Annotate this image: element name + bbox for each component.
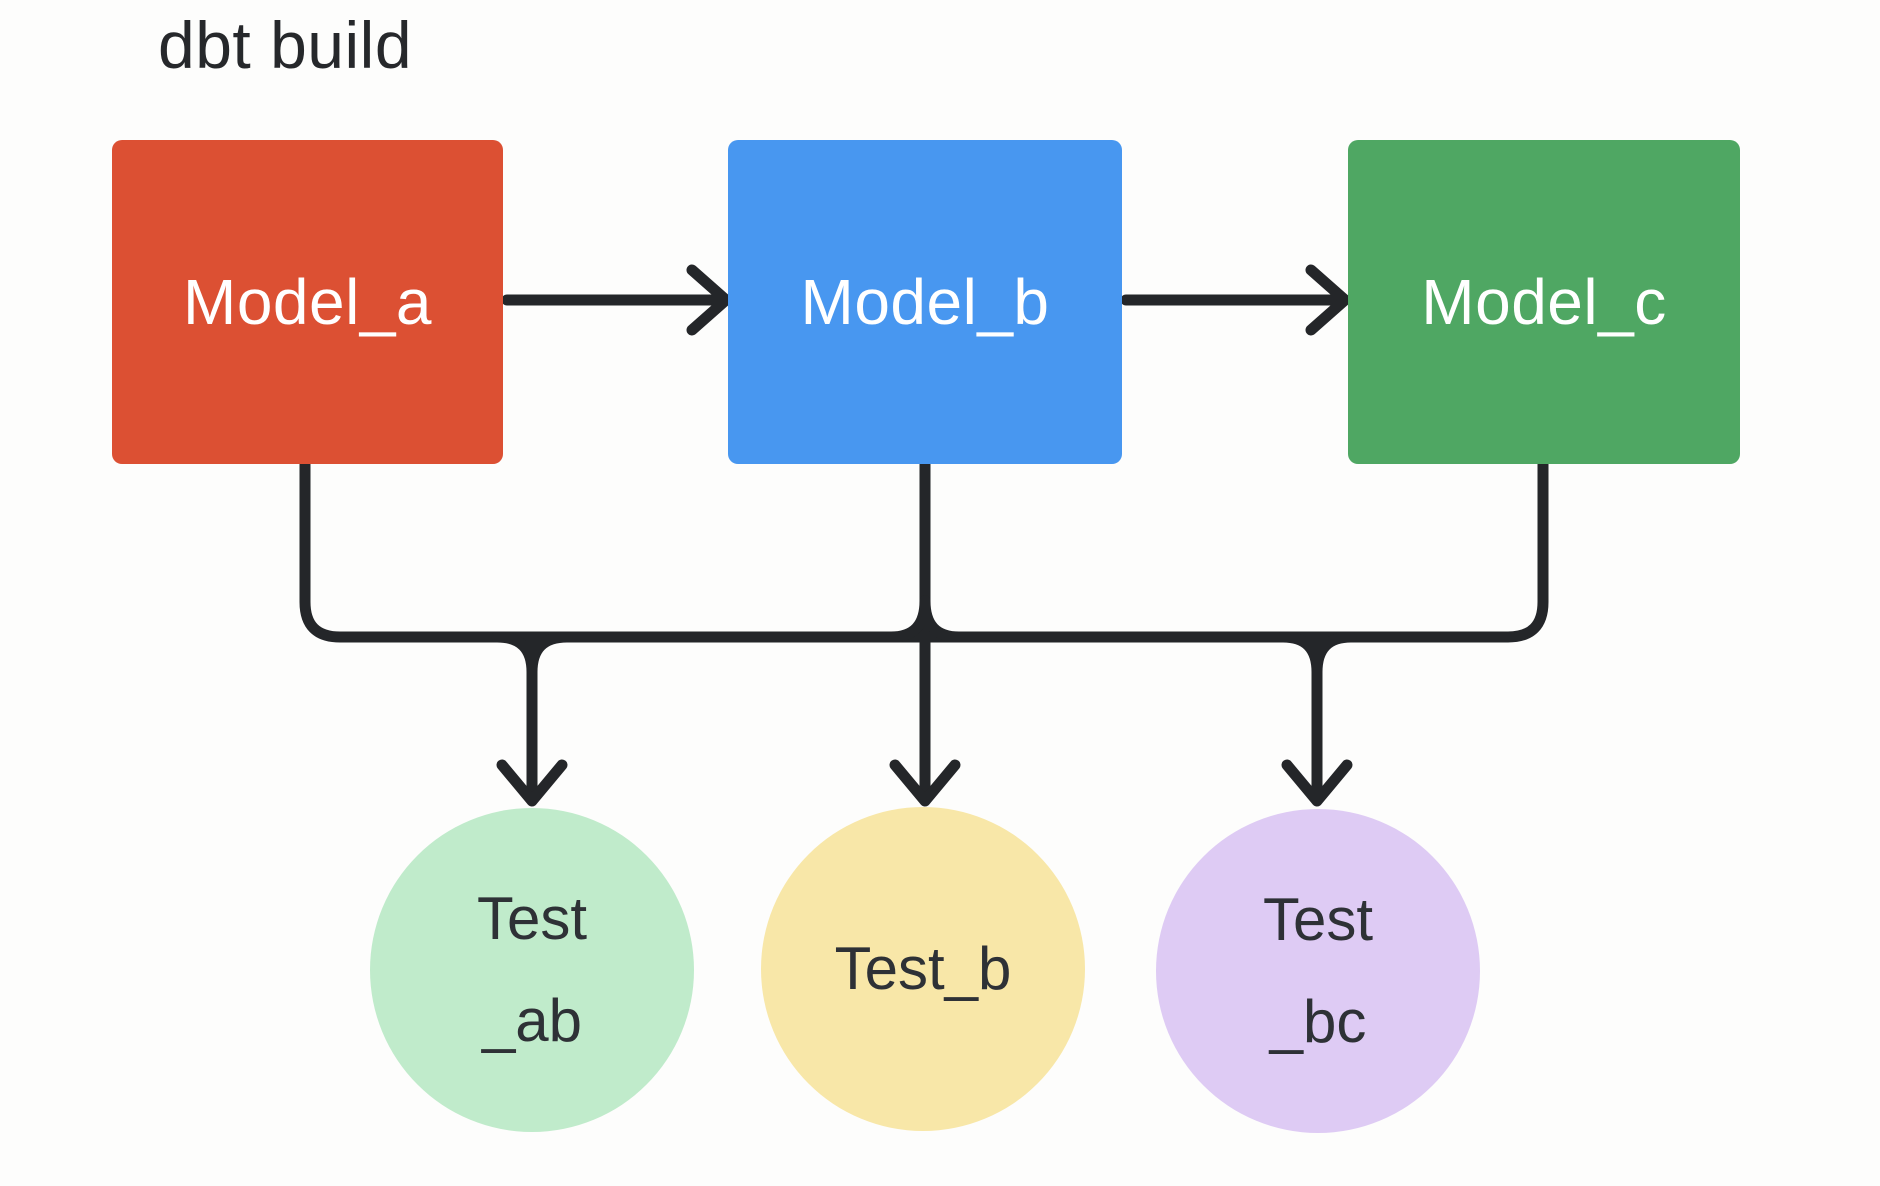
arrowhead-down-1: [496, 759, 568, 807]
node-label-line: Test_b: [834, 935, 1012, 1002]
node-label-line: Test: [476, 885, 588, 952]
node-model-a: Model_a: [112, 140, 503, 464]
arrowhead-right-1: [686, 264, 732, 336]
node-test-ab: Test _ab: [370, 808, 694, 1132]
node-label-line: _bc: [1269, 988, 1367, 1055]
node-label: Model_a: [183, 266, 432, 338]
node-label-line: Test: [1262, 886, 1374, 953]
node-model-b: Model_b: [728, 140, 1122, 464]
junction-fillet: [919, 595, 965, 643]
edge-lines: [299, 264, 1549, 807]
node-test-bc: Test _bc: [1156, 809, 1480, 1133]
arrowhead-down-3: [1281, 759, 1353, 807]
node-label: Model_b: [800, 266, 1050, 338]
arrowhead-right-2: [1305, 264, 1351, 336]
node-test-b: Test_b: [761, 807, 1085, 1131]
node-label: Model_c: [1421, 266, 1667, 338]
node-model-c: Model_c: [1348, 140, 1740, 464]
node-label-line: _ab: [481, 987, 583, 1054]
arrowhead-down-2: [889, 759, 961, 807]
diagram-title: dbt build: [158, 8, 413, 82]
